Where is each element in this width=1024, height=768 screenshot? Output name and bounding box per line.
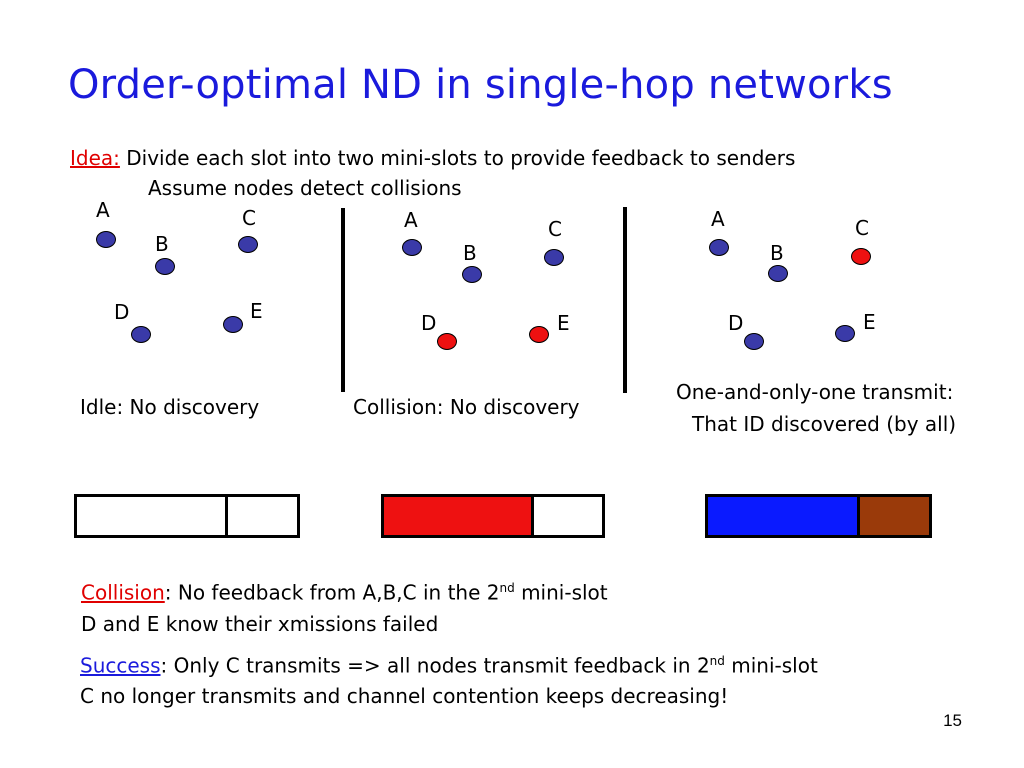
mini-slot-1 — [77, 497, 228, 535]
node-e — [835, 325, 855, 342]
caption-collision: Collision: No discovery — [353, 395, 580, 419]
success-sup: nd — [709, 654, 725, 668]
node-d — [744, 333, 764, 350]
collision-sup: nd — [499, 581, 515, 595]
node-label-e: E — [250, 299, 263, 323]
success-label: Success — [80, 653, 161, 678]
divider-2 — [623, 207, 627, 393]
node-a — [709, 239, 729, 256]
mini-slot-2 — [534, 497, 602, 535]
node-label-d: D — [114, 300, 130, 324]
node-b — [462, 266, 482, 283]
collision-text: : No feedback from A,B,C in the 2 — [164, 580, 500, 605]
node-b — [155, 258, 175, 275]
mini-slot-2 — [860, 497, 929, 535]
node-a — [96, 231, 116, 248]
collision-label: Collision — [81, 580, 165, 605]
node-label-a: A — [96, 198, 110, 222]
mini-slot-1 — [708, 497, 860, 535]
slide-title: Order-optimal ND in single-hop networks — [68, 62, 893, 108]
success-text-end: mini-slot — [724, 653, 818, 678]
caption-success-line-1: One-and-only-one transmit: — [676, 380, 954, 404]
slot-idle — [74, 494, 300, 538]
node-c — [851, 248, 871, 265]
idea-line-1: Idea: Divide each slot into two mini-slo… — [70, 148, 795, 168]
node-d — [437, 333, 457, 350]
success-note-line-1: Success: Only C transmits => all nodes t… — [80, 655, 818, 676]
node-label-c: C — [548, 217, 562, 241]
collision-note-line-1: Collision: No feedback from A,B,C in the… — [81, 582, 608, 603]
node-label-a: A — [404, 208, 418, 232]
node-b — [768, 265, 788, 282]
success-note-line-2: C no longer transmits and channel conten… — [80, 684, 729, 708]
node-label-b: B — [155, 232, 169, 256]
idea-text: Divide each slot into two mini-slots to … — [119, 146, 796, 170]
slot-success — [705, 494, 932, 538]
collision-note-line-2: D and E know their xmissions failed — [81, 612, 439, 636]
node-label-d: D — [421, 311, 437, 335]
divider-1 — [341, 208, 345, 392]
page-number: 15 — [943, 711, 962, 730]
node-label-c: C — [242, 206, 256, 230]
node-e — [529, 326, 549, 343]
mini-slot-1 — [384, 497, 534, 535]
success-text: : Only C transmits => all nodes transmit… — [160, 653, 710, 678]
node-e — [223, 316, 243, 333]
caption-success-line-2: That ID discovered (by all) — [692, 412, 957, 436]
node-d — [131, 326, 151, 343]
node-c — [238, 236, 258, 253]
idea-line-2: Assume nodes detect collisions — [148, 176, 462, 200]
node-label-e: E — [557, 311, 570, 335]
node-label-b: B — [770, 241, 784, 265]
node-label-d: D — [728, 311, 744, 335]
node-c — [544, 249, 564, 266]
caption-idle: Idle: No discovery — [80, 395, 260, 419]
collision-text-end: mini-slot — [514, 580, 608, 605]
node-label-e: E — [863, 310, 876, 334]
node-label-c: C — [855, 216, 869, 240]
node-a — [402, 239, 422, 256]
mini-slot-2 — [228, 497, 297, 535]
idea-label: Idea: — [70, 146, 120, 170]
node-label-a: A — [711, 207, 725, 231]
node-label-b: B — [463, 241, 477, 265]
slot-collision — [381, 494, 605, 538]
